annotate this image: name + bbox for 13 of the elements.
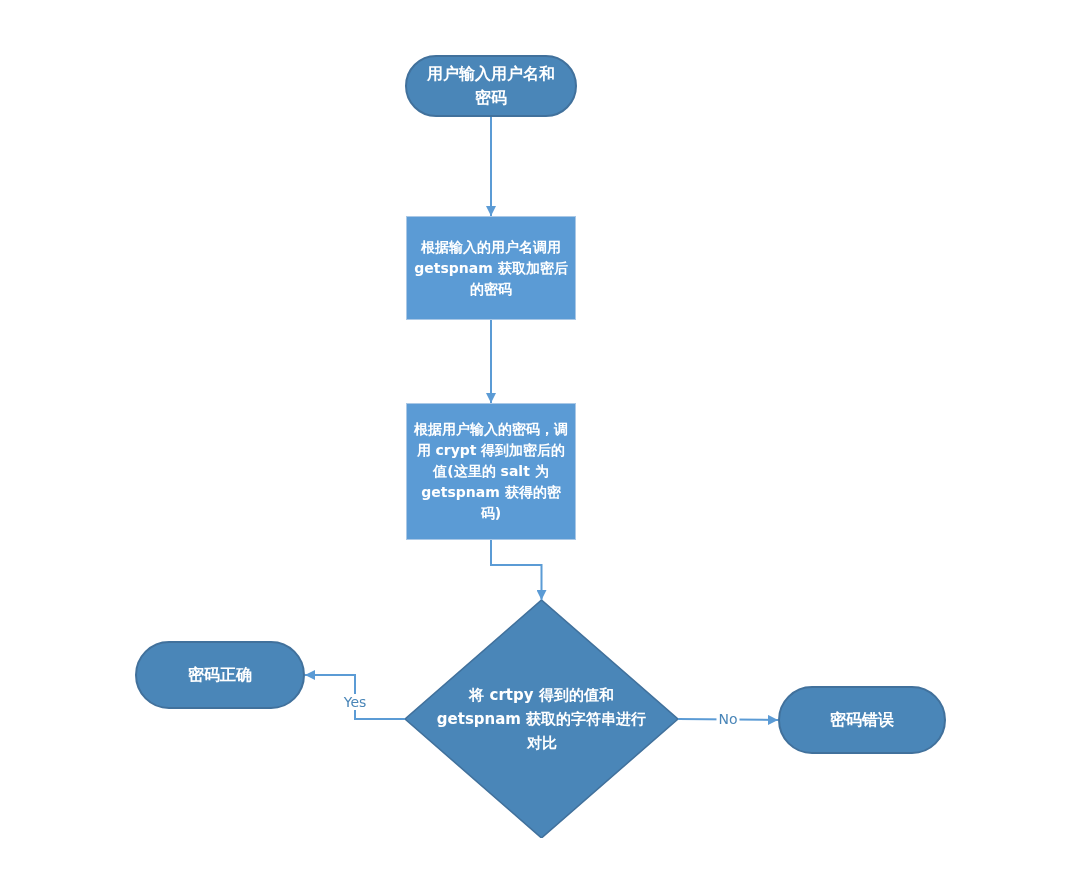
end-terminal: 密码错误 [778, 686, 946, 754]
arrow [677, 714, 779, 725]
decision-diamond: 将 crtpy 得到的值和 getspnam 获取的字符串进行对比 [405, 600, 678, 838]
edge-label: No [716, 711, 740, 727]
arrow [304, 670, 406, 720]
process-box: 根据输入的用户名调用 getspnam 获取加密后的密码 [406, 216, 576, 320]
start-terminal: 用户输入用户名和密码 [405, 55, 577, 117]
arrow [486, 319, 496, 404]
process-box: 根据用户输入的密码，调用 crypt 得到加密后的值(这里的 salt 为 getspnam 获得的密码) [406, 403, 576, 540]
arrow [490, 539, 547, 601]
edge-label: Yes [341, 694, 369, 710]
arrow [486, 116, 496, 217]
end-terminal: 密码正确 [135, 641, 305, 709]
